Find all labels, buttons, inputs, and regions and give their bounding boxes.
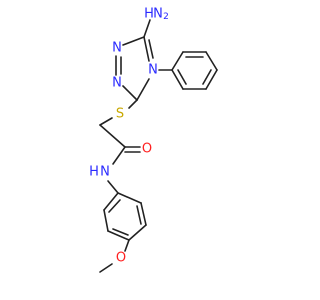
bond-mp-5-double [136,205,142,225]
bond-nh-ring [107,180,119,194]
bond-mp-6 [117,192,142,204]
atom-n1-label: N [112,41,122,56]
bond-mp-3 [107,230,130,241]
bond-n4-c5-double [148,39,154,59]
bond-c5-nh2 [143,19,151,38]
bond-c3-s [128,99,138,109]
bond-mp-5 [140,202,147,226]
molecule-structure: N N N N H 2 S O N H O [89,7,218,273]
atom-o-ether-label: O [116,251,126,266]
bond-s-ch2 [99,117,113,126]
amine-h-label: H [144,7,154,22]
bond-mp-1 [103,192,119,211]
bond-ring-o [124,239,130,252]
atom-amide-h-label: H [89,165,99,180]
molecule-canvas: N N N N H 2 S O N H O [89,7,218,273]
bond-mp-2 [103,209,109,232]
amine-h-count: 2 [163,12,169,22]
bond-ph-6-double [177,69,187,85]
bond-co-nh [112,146,126,165]
bond-mp-1-double [108,199,121,213]
atom-amide-n-label: N [100,165,110,180]
bond-ch2-co [99,124,126,148]
bond-mp-3-double [112,228,129,236]
amine-n-label: N [153,7,163,22]
bond-ph-4 [205,69,218,90]
atom-s-label: S [116,107,124,122]
bond-mp-4 [128,224,147,241]
bond-n4-c5 [143,36,150,62]
bond-o-ch3 [99,263,113,273]
bond-c3-n4 [136,78,150,101]
atom-n2-label: N [112,76,122,91]
atom-o-carbonyl-label: O [142,142,152,157]
bond-ph-4-double [202,69,212,85]
bond-n2-c3 [122,85,138,101]
bond-c5-n1 [122,36,145,46]
atom-n4-label: N [148,63,158,78]
bond-ph-1 [171,51,184,71]
bond-ph-3 [205,51,218,71]
bond-ph-6 [171,69,184,90]
